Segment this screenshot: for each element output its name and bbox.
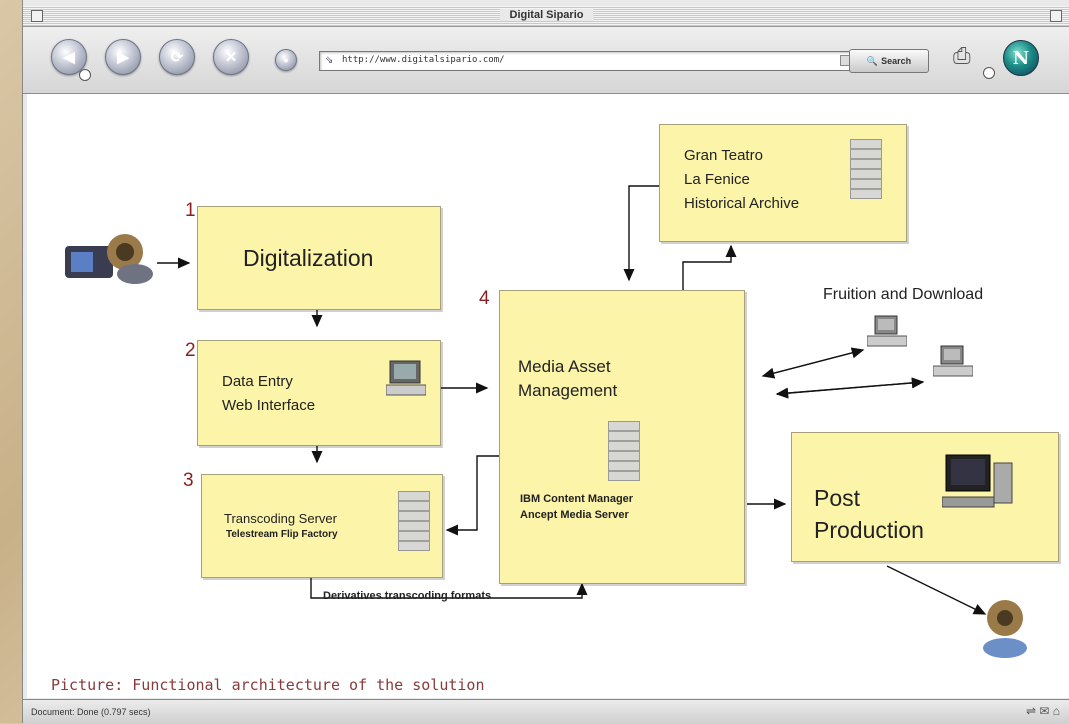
browser-toolbar: ◀ ▶ ⟳ ✕ ● ⇘ http://www.digitalsipario.co… [23,27,1069,94]
title-bar[interactable]: Digital Sipario [23,6,1069,27]
mam-server-line1: IBM Content Manager [520,493,634,505]
arrow-fruition-to-mam-1 [761,349,864,379]
transcoding-box: Transcoding Server Telestream Flip Facto… [201,474,443,578]
post-label-line1: Post [814,485,861,511]
arrow-fruition-to-mam-2 [775,381,924,399]
digitalization-box: Digitalization [197,206,441,310]
magnifier-icon: 🔍 [866,55,879,66]
netscape-logo-icon[interactable]: N [1003,40,1039,76]
mam-label-line2: Management [518,381,618,400]
media-asset-management-box: Media Asset Management IBM Content Manag… [499,290,745,584]
arrow-post-to-output [886,565,987,615]
status-bar: Document: Done (0.797 secs) ⇌ ✉ ⌂ [23,699,1069,724]
back-button[interactable]: ◀ [51,39,87,75]
close-box[interactable] [31,10,43,22]
mam-label-line1: Media Asset [518,357,611,376]
arrow-derivatives [310,576,588,599]
window-title: Digital Sipario [499,9,594,21]
workstation-icon [385,359,427,396]
archive-line3: Historical Archive [684,195,800,212]
address-text[interactable]: http://www.digitalsipario.com/ [342,55,505,65]
status-icons[interactable]: ⇌ ✉ ⌂ [1025,704,1060,718]
derivatives-label: Derivatives transcoding formats [323,590,492,602]
forward-arrow-icon: ▶ [117,49,129,66]
figure-caption: Picture: Functional architecture of the … [51,676,485,694]
reload-button[interactable]: ⟳ [159,39,195,75]
post-production-box: Post Production [791,432,1059,562]
client-pc-icon-2 [932,344,974,380]
video-camera-icon [61,224,153,294]
transcoding-sublabel: Telestream Flip Factory [226,529,338,540]
status-text: Document: Done (0.797 secs) [31,707,151,717]
print-dot[interactable] [983,67,995,79]
mam-server-line2: Ancept Media Server [520,509,629,521]
archive-line2: La Fenice [684,171,750,188]
print-icon[interactable]: ⎙ [953,43,971,68]
stop-icon: ✕ [224,49,238,66]
zoom-box[interactable] [1050,10,1062,22]
home-button[interactable]: ● [275,49,297,71]
transcoding-label: Transcoding Server [224,511,337,526]
stop-button[interactable]: ✕ [213,39,249,75]
data-entry-label-line1: Data Entry [222,373,293,390]
arrow-mam-to-archive [682,244,737,290]
archive-server-icon [850,139,882,199]
historical-archive-box: Gran Teatro La Fenice Historical Archive [659,124,907,242]
address-bar[interactable]: ⇘ http://www.digitalsipario.com/ [319,51,857,71]
forward-button[interactable]: ▶ [105,39,141,75]
search-button[interactable]: 🔍 Search [849,49,929,73]
back-history-dot[interactable] [79,69,91,81]
data-entry-box: Data Entry Web Interface [197,340,441,446]
fruition-label: Fruition and Download [823,286,984,303]
output-media-icon [975,594,1035,664]
mam-server-icon [608,421,640,481]
browser-window: Digital Sipario ◀ ▶ ⟳ ✕ ● ⇘ http://www.d… [22,0,1069,724]
arrow-archive-to-mam [623,185,659,282]
transcoding-server-icon [398,491,430,551]
reload-icon: ⟳ [170,49,184,66]
page-icon: ⇘ [325,55,334,66]
workstation-icon-post [941,453,1022,519]
page-content: 1 Digitalization 2 Data Entry Web Interf… [27,94,1069,698]
search-button-label: Search [881,56,912,66]
step-number-4: 4 [479,288,490,309]
back-arrow-icon: ◀ [63,49,75,66]
step-number-2: 2 [185,340,196,361]
step-number-1: 1 [185,200,196,221]
digitalization-label: Digitalization [243,245,374,271]
home-icon: ● [283,55,289,65]
connector-arrows [157,185,987,615]
post-label-line2: Production [814,517,924,543]
arrow-mam-to-transcoding [445,455,504,536]
archive-line1: Gran Teatro [684,147,763,164]
client-pc-icon-1 [866,314,908,350]
step-number-3: 3 [183,470,194,491]
data-entry-label-line2: Web Interface [222,397,316,414]
